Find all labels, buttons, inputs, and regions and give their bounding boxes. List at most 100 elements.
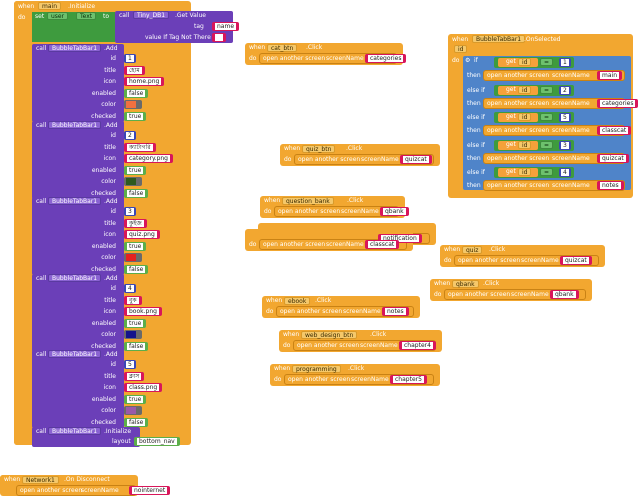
- add-enabled-text[interactable]: true: [127, 167, 144, 174]
- op-dropdown[interactable]: =: [540, 58, 554, 66]
- add-component-dropdown[interactable]: BubbleTabBar1: [48, 44, 102, 52]
- user-dropdown[interactable]: user: [47, 12, 69, 20]
- text-prop-dropdown[interactable]: Text: [76, 12, 97, 20]
- screen-string[interactable]: chapter4: [399, 341, 436, 350]
- color-swatch[interactable]: [124, 253, 142, 262]
- then-screen-string[interactable]: classcat: [597, 126, 632, 135]
- screen-string-value[interactable]: quizcat: [563, 257, 589, 264]
- screen-string-value[interactable]: chapter4: [402, 342, 433, 349]
- get-var-dropdown[interactable]: id: [518, 113, 532, 121]
- compare-number-value[interactable]: 5: [561, 114, 569, 121]
- add-id-text[interactable]: 5: [126, 361, 134, 368]
- color-swatch[interactable]: [124, 330, 142, 339]
- add-id-value[interactable]: 2: [124, 131, 136, 140]
- add-enabled-value[interactable]: true: [124, 395, 147, 404]
- screen-string-value[interactable]: chapter5: [393, 376, 424, 383]
- add-id-text[interactable]: 3: [126, 208, 134, 215]
- add-id-text[interactable]: 2: [126, 132, 134, 139]
- compare-number-value[interactable]: 3: [561, 142, 569, 149]
- add-icon-value[interactable]: category.png: [124, 154, 173, 163]
- op-dropdown[interactable]: =: [540, 141, 554, 149]
- add-title-value[interactable]: বুক: [124, 296, 142, 305]
- then-screen-value[interactable]: main: [600, 72, 619, 79]
- compare-number[interactable]: 1: [559, 58, 571, 67]
- screen-string[interactable]: quizcat: [400, 155, 432, 164]
- network-screen-string[interactable]: nointernet: [129, 486, 171, 495]
- default-string-value[interactable]: [215, 34, 223, 41]
- color-swatch[interactable]: [124, 100, 142, 109]
- component-dropdown[interactable]: main: [38, 2, 61, 10]
- screen-string-value[interactable]: qbank: [553, 291, 576, 298]
- tag-string[interactable]: name: [212, 22, 240, 31]
- compare-number[interactable]: 4: [559, 168, 571, 177]
- add-title-value[interactable]: হোম: [124, 66, 145, 75]
- add-enabled-value[interactable]: false: [124, 89, 149, 98]
- add-icon-text[interactable]: home.png: [127, 78, 162, 85]
- then-screen-string[interactable]: quizcat: [597, 154, 629, 163]
- screen-string-value[interactable]: classcat: [368, 241, 397, 248]
- then-screen-string[interactable]: notes: [597, 181, 624, 190]
- add-enabled-text[interactable]: true: [127, 396, 144, 403]
- screen-string[interactable]: categories: [365, 54, 407, 63]
- add-checked-value[interactable]: false: [124, 265, 149, 274]
- click-component-dropdown[interactable]: programming: [292, 365, 341, 373]
- add-enabled-text[interactable]: false: [127, 90, 146, 97]
- then-screen-string[interactable]: main: [597, 71, 622, 80]
- compare-number-value[interactable]: 2: [561, 87, 569, 94]
- then-screen-value[interactable]: categories: [600, 100, 636, 107]
- add-icon-value[interactable]: home.png: [124, 77, 165, 86]
- add-title-text[interactable]: হোম: [127, 67, 142, 74]
- screen-string[interactable]: notification: [378, 234, 422, 243]
- screen-string[interactable]: qbank: [550, 290, 579, 299]
- op-dropdown[interactable]: =: [540, 168, 554, 176]
- add-title-value[interactable]: ক্যাটাগরি: [124, 143, 156, 152]
- add-title-text[interactable]: বুক: [127, 297, 139, 304]
- set-text-block[interactable]: set user Text to: [32, 12, 115, 42]
- add-title-text[interactable]: ক্যাটাগরি: [127, 144, 153, 151]
- add-icon-value[interactable]: quiz.png: [124, 230, 160, 239]
- click-component-dropdown[interactable]: web_design_btn: [301, 331, 358, 339]
- add-id-value[interactable]: 1: [124, 54, 136, 63]
- click-component-dropdown[interactable]: quiz_btn: [302, 145, 336, 153]
- compare-number[interactable]: 3: [559, 141, 571, 150]
- default-string[interactable]: [212, 33, 226, 42]
- then-screen-value[interactable]: classcat: [600, 127, 629, 134]
- op-dropdown[interactable]: =: [540, 86, 554, 94]
- add-icon-value[interactable]: class.png: [124, 383, 163, 392]
- screen-string-value[interactable]: quizcat: [403, 156, 429, 163]
- add-icon-text[interactable]: book.png: [127, 308, 159, 315]
- compare-number[interactable]: 2: [559, 86, 571, 95]
- compare-number[interactable]: 5: [559, 113, 571, 122]
- add-icon-text[interactable]: class.png: [127, 384, 160, 391]
- compare-number-value[interactable]: 1: [561, 59, 569, 66]
- then-screen-value[interactable]: quizcat: [600, 155, 626, 162]
- add-id-value[interactable]: 4: [124, 284, 136, 293]
- op-dropdown[interactable]: =: [540, 113, 554, 121]
- then-screen-value[interactable]: notes: [600, 182, 621, 189]
- screen-string[interactable]: notes: [382, 307, 409, 316]
- add-id-text[interactable]: 4: [126, 285, 134, 292]
- screen-string-value[interactable]: notes: [385, 308, 406, 315]
- tag-string-value[interactable]: name: [215, 23, 237, 30]
- click-component-dropdown[interactable]: qbank: [452, 280, 479, 288]
- add-component-dropdown[interactable]: BubbleTabBar1: [48, 350, 102, 358]
- add-icon-text[interactable]: quiz.png: [127, 231, 157, 238]
- add-title-value[interactable]: ক্লাস: [124, 372, 145, 381]
